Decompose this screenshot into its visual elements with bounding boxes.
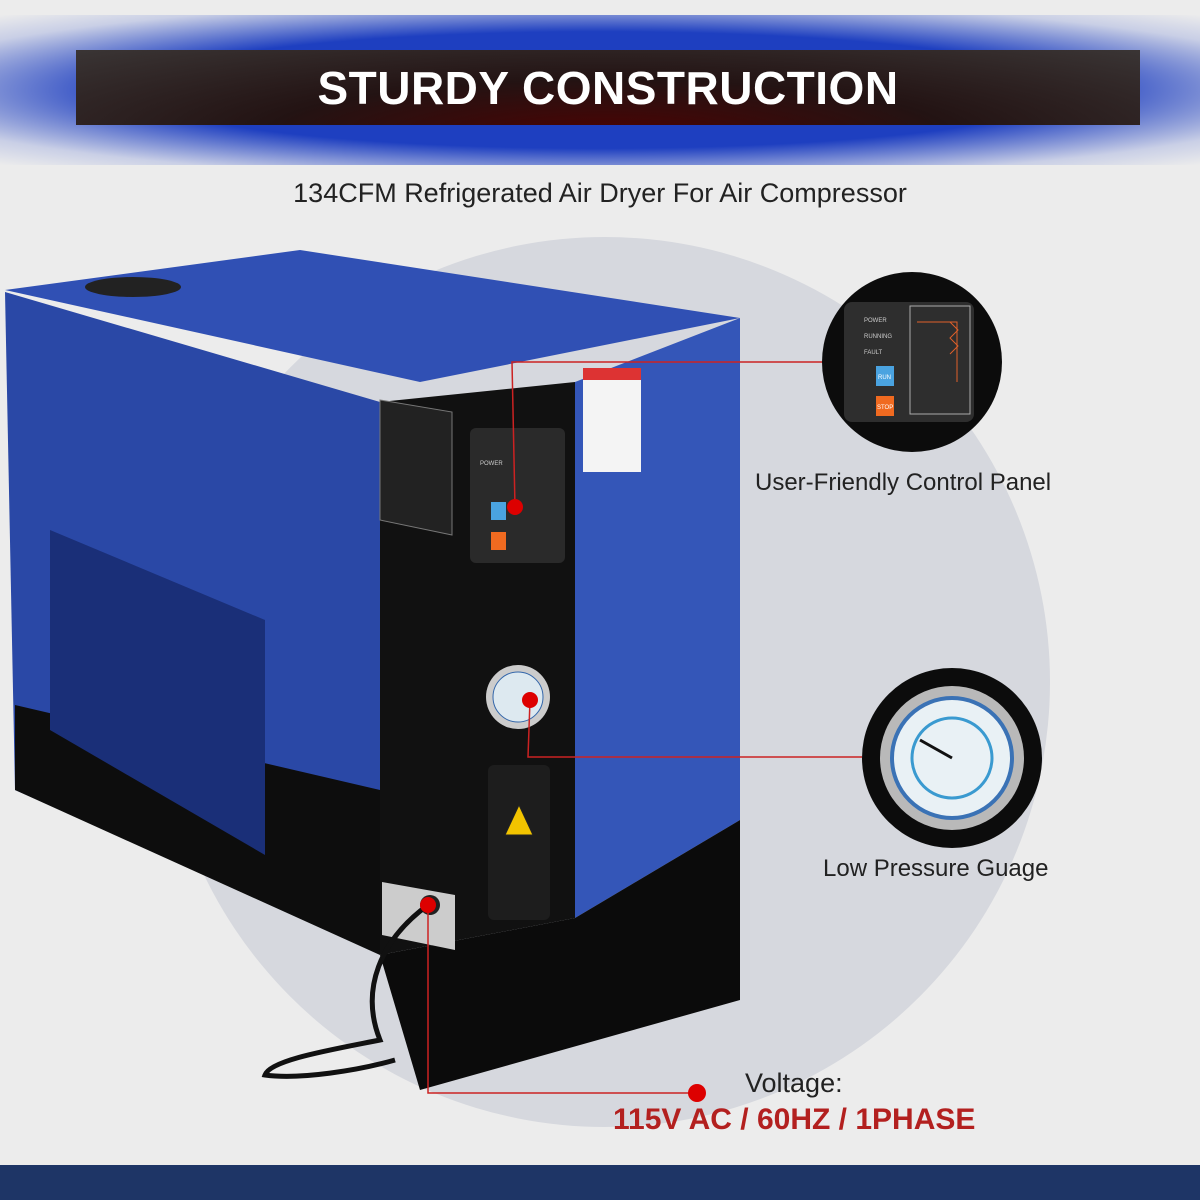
- flow-diagram-line: [917, 321, 959, 382]
- voltage-value: 115V AC / 60HZ / 1PHASE: [613, 1103, 976, 1136]
- voltage-leader-line: [427, 905, 697, 1094]
- inlet-marker-dot: [420, 897, 436, 913]
- dryer-front-base: [380, 820, 740, 1090]
- voltage-marker-dot: [688, 1084, 706, 1102]
- flow-diagram-frame: [909, 305, 971, 415]
- control-panel-label: User-Friendly Control Panel: [755, 469, 1052, 496]
- callout-gauge-inner-ring: [910, 716, 994, 800]
- callout-stop-button: [876, 396, 894, 416]
- gauge-marker-dot: [522, 692, 538, 708]
- gauge-face: [492, 671, 544, 723]
- stop-button: [491, 532, 506, 550]
- stop-label: STOP: [877, 405, 893, 411]
- electric-box: [488, 765, 550, 920]
- run-label: RUN: [878, 375, 891, 381]
- voltage-label: Voltage:: [745, 1068, 843, 1098]
- ventilation-grille: [50, 530, 265, 855]
- dryer-left-base: [15, 705, 380, 955]
- spec-label-plate: [379, 399, 453, 536]
- pressure-gauge-icon: [880, 686, 1024, 830]
- callout-run-button: [876, 366, 894, 386]
- control-panel-zoom-callout: POWER RUNNING FAULT RUN STOP: [822, 272, 1002, 452]
- warning-sticker-header: [583, 368, 641, 380]
- pressure-gauge-label: Low Pressure Guage: [823, 855, 1049, 882]
- leader-lines: [427, 361, 862, 1094]
- page-title: STURDY CONSTRUCTION: [317, 61, 899, 114]
- dryer-top-face: [5, 250, 740, 382]
- warning-sticker: [583, 368, 641, 472]
- run-button: [491, 502, 506, 520]
- power-indicator-label: POWER: [480, 461, 503, 467]
- pressure-gauge-zoom-callout: [862, 668, 1042, 848]
- gauge-leader-line: [527, 699, 862, 758]
- power-cable: [261, 902, 430, 1079]
- gauge-needle: [919, 738, 953, 760]
- high-voltage-warning-icon: [504, 803, 534, 836]
- fault-label: FAULT: [864, 350, 883, 356]
- footer-band: [0, 1165, 1200, 1200]
- callout-panel-body: [844, 302, 974, 422]
- control-panel-marker-dot: [507, 499, 523, 515]
- product-subtitle: 134CFM Refrigerated Air Dryer For Air Co…: [293, 178, 907, 208]
- top-port: [85, 277, 181, 297]
- power-label: POWER: [864, 318, 887, 324]
- control-panel-leader-line: [511, 361, 825, 508]
- running-label: RUNNING: [864, 334, 892, 340]
- title-banner: STURDY CONSTRUCTION: [76, 50, 1140, 125]
- control-panel: [470, 428, 565, 563]
- control-panel-icon: POWER RUNNING FAULT RUN STOP: [844, 302, 974, 422]
